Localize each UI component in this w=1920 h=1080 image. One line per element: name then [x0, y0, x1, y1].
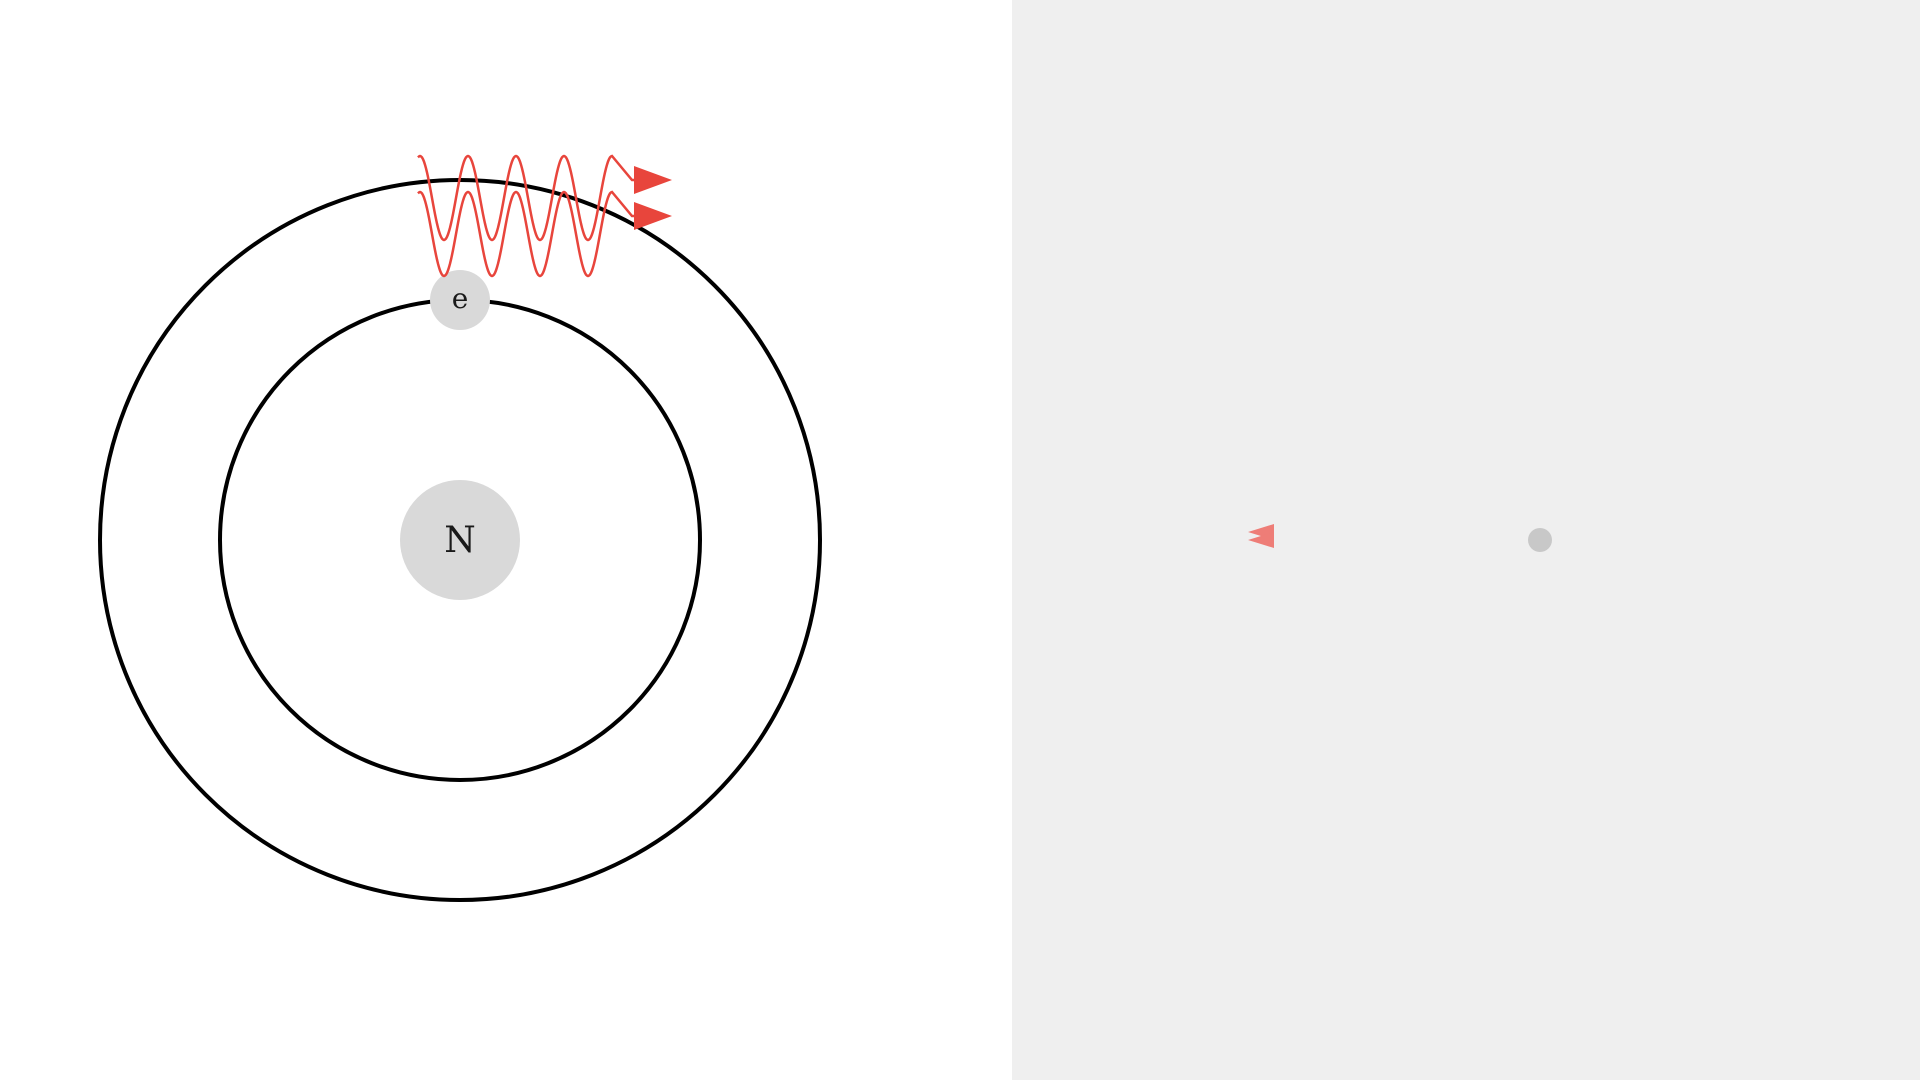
wavy-arrow-icon: [417, 154, 636, 242]
electron: e: [430, 270, 490, 330]
atom-view-panel: N e: [98, 154, 822, 902]
arrowhead-icon: [1248, 532, 1274, 548]
overview-diagram: [1248, 524, 1552, 552]
arrowhead-icon: [634, 202, 672, 230]
atom-diagram: N e: [98, 154, 822, 902]
electron-circle: [430, 270, 490, 330]
arrowhead-icon: [634, 166, 672, 194]
photon-1: [417, 154, 672, 242]
photon-2: [417, 190, 672, 278]
nucleus-circle: [400, 480, 520, 600]
overview-panel: [1012, 0, 1920, 1080]
minimap-particle: [1528, 528, 1552, 552]
electron-label: e: [452, 282, 469, 315]
minimap-photons: [1248, 524, 1274, 548]
wavy-arrow-icon: [417, 190, 636, 278]
nucleus: N: [400, 480, 520, 600]
nucleus-label: N: [444, 520, 476, 561]
